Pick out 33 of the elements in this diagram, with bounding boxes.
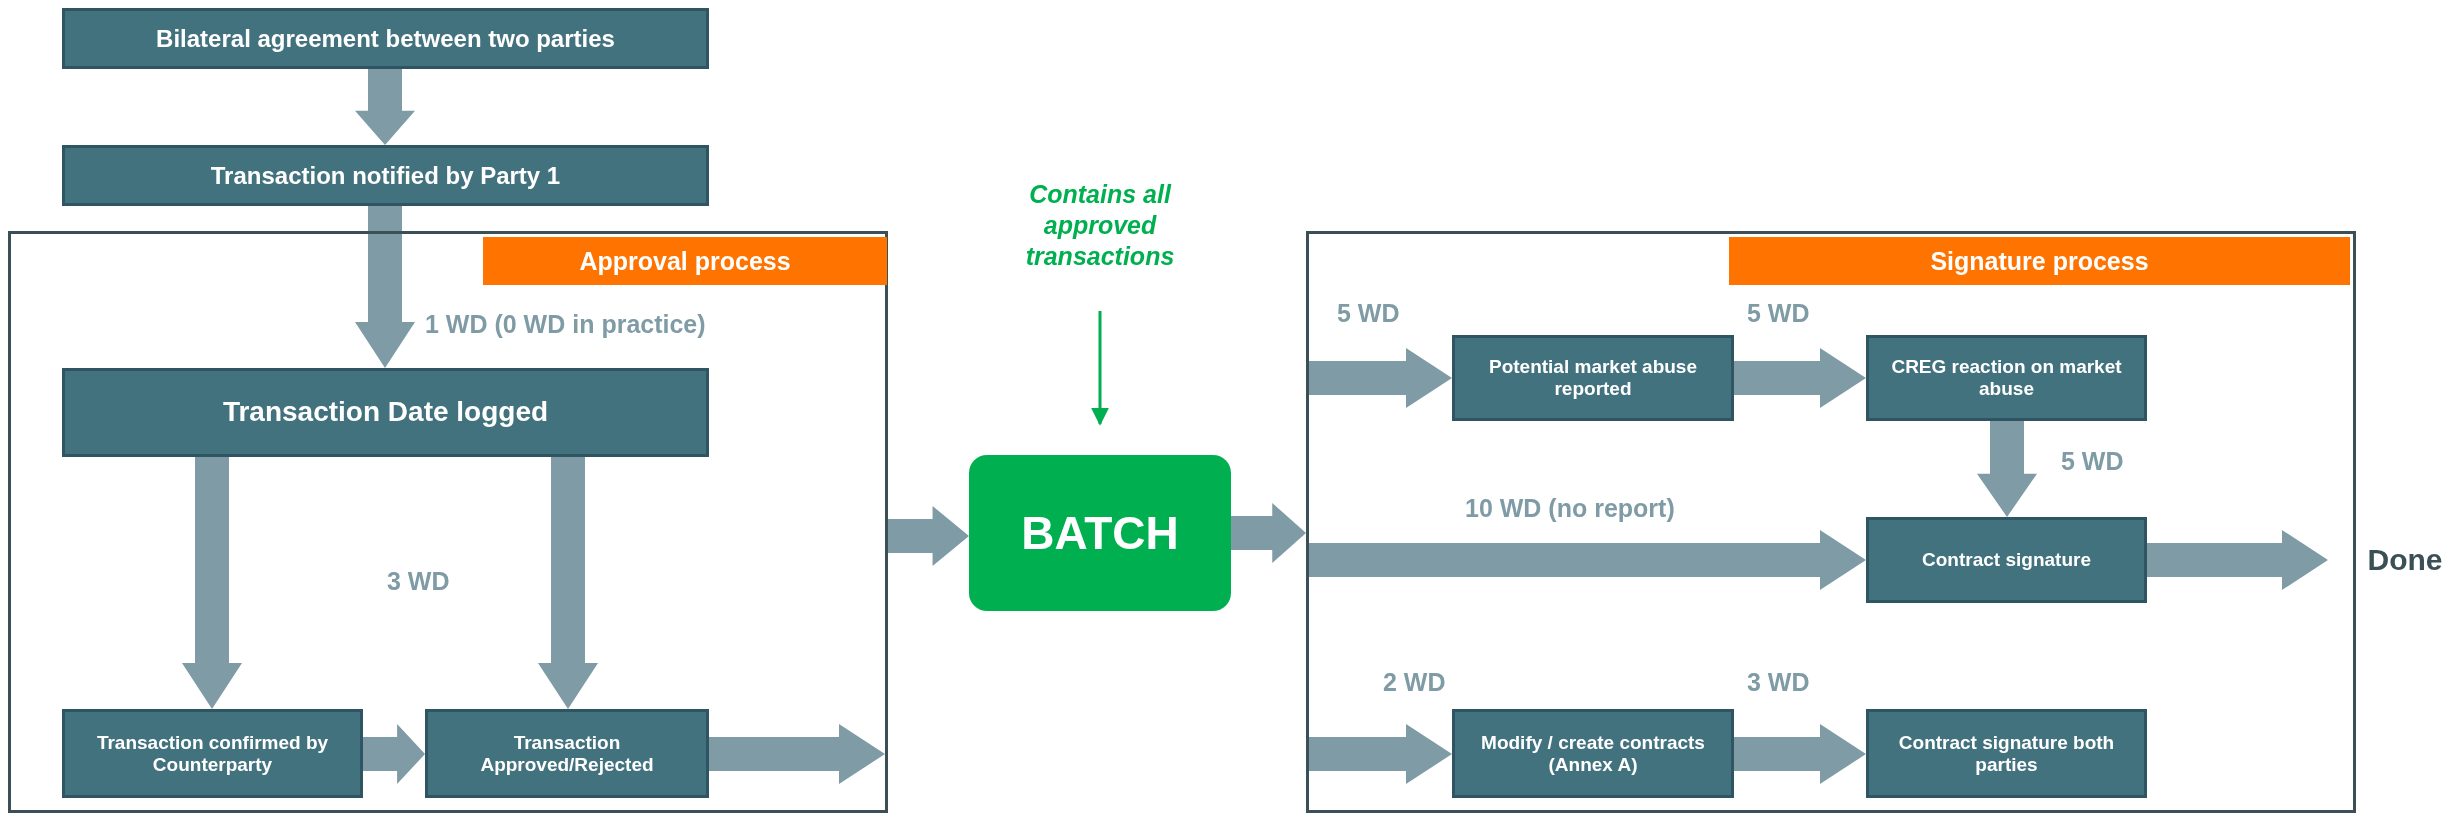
block-arrow	[1309, 530, 1866, 590]
note-text: Contains all approved transactions	[985, 168, 1215, 283]
block-arrow	[1734, 348, 1866, 408]
block-arrow	[1977, 421, 2037, 517]
process-box: Transaction Date logged	[62, 368, 709, 457]
process-box: Transaction notified by Party 1	[62, 145, 709, 206]
process-box: Potential market abuse reported	[1452, 335, 1734, 421]
process-box: Contract signature	[1866, 517, 2147, 603]
block-arrow	[355, 69, 415, 145]
process-box: Bilateral agreement between two parties	[62, 8, 709, 69]
block-arrow	[709, 724, 885, 784]
block-arrow	[2147, 530, 2328, 590]
end-text: Done	[2368, 535, 2442, 585]
block-arrow	[1309, 724, 1452, 784]
process-group-frame	[1306, 231, 2356, 813]
block-arrow	[182, 457, 242, 709]
block-arrow	[363, 724, 425, 784]
process-box: CREG reaction on market abuse	[1866, 335, 2147, 421]
process-box: Transaction confirmed by Counterparty	[62, 709, 363, 798]
batch-box: BATCH	[969, 455, 1231, 611]
process-box: Transaction Approved/Rejected	[425, 709, 709, 798]
process-group-frame	[8, 231, 888, 813]
block-arrow	[1231, 503, 1306, 563]
arrow	[1091, 311, 1109, 426]
process-box: Contract signature both parties	[1866, 709, 2147, 798]
section-heading-tab: Approval process	[483, 237, 887, 285]
block-arrow	[888, 506, 969, 566]
block-arrow	[1734, 724, 1866, 784]
process-box: Modify / create contracts (Annex A)	[1452, 709, 1734, 798]
section-heading-tab: Signature process	[1729, 237, 2350, 285]
block-arrow	[355, 206, 415, 368]
block-arrow	[1309, 348, 1452, 408]
block-arrow	[538, 457, 598, 709]
